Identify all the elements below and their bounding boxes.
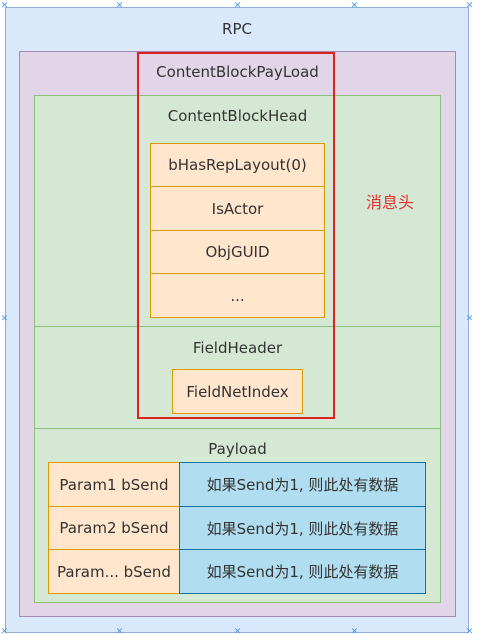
rpc-title: RPC: [222, 20, 252, 38]
head-field: ObjGUID: [150, 230, 325, 274]
message-header-highlight: [137, 52, 335, 419]
data-cell: 如果Send为1, 则此处有数据: [179, 462, 426, 507]
field-net-index-box: FieldNetIndex: [172, 369, 303, 414]
section-divider: [35, 428, 440, 429]
selection-handle-icon: ✕: [115, 1, 124, 11]
selection-handle-icon: ✕: [465, 627, 474, 637]
param-cell: Param2 bSend: [48, 506, 180, 550]
head-field: bHasRepLayout(0): [150, 143, 325, 187]
selection-handle-icon: ✕: [465, 1, 474, 11]
selection-handle-icon: ✕: [115, 627, 124, 637]
selection-handle-icon: ✕: [350, 627, 359, 637]
selection-handle-icon: ✕: [350, 1, 359, 11]
selection-handle-icon: ✕: [233, 1, 242, 11]
section-divider: [35, 326, 440, 327]
data-cell: 如果Send为1, 则此处有数据: [179, 549, 426, 594]
selection-handle-icon: ✕: [0, 1, 9, 11]
field-header-title: FieldHeader: [192, 339, 283, 357]
payload-title: Payload: [208, 440, 267, 458]
message-header-label: 消息头: [365, 193, 414, 212]
content-block-head-title: ContentBlockHead: [167, 107, 308, 125]
selection-handle-icon: ✕: [233, 627, 242, 637]
selection-handle-icon: ✕: [0, 627, 9, 637]
content-block-payload-title: ContentBlockPayLoad: [156, 63, 319, 81]
data-cell: 如果Send为1, 则此处有数据: [179, 506, 426, 550]
head-field: IsActor: [150, 186, 325, 231]
param-cell: Param... bSend: [48, 549, 180, 594]
selection-handle-icon: ✕: [0, 314, 9, 324]
selection-handle-icon: ✕: [465, 314, 474, 324]
param-cell: Param1 bSend: [48, 462, 180, 507]
head-field: ...: [150, 273, 325, 318]
